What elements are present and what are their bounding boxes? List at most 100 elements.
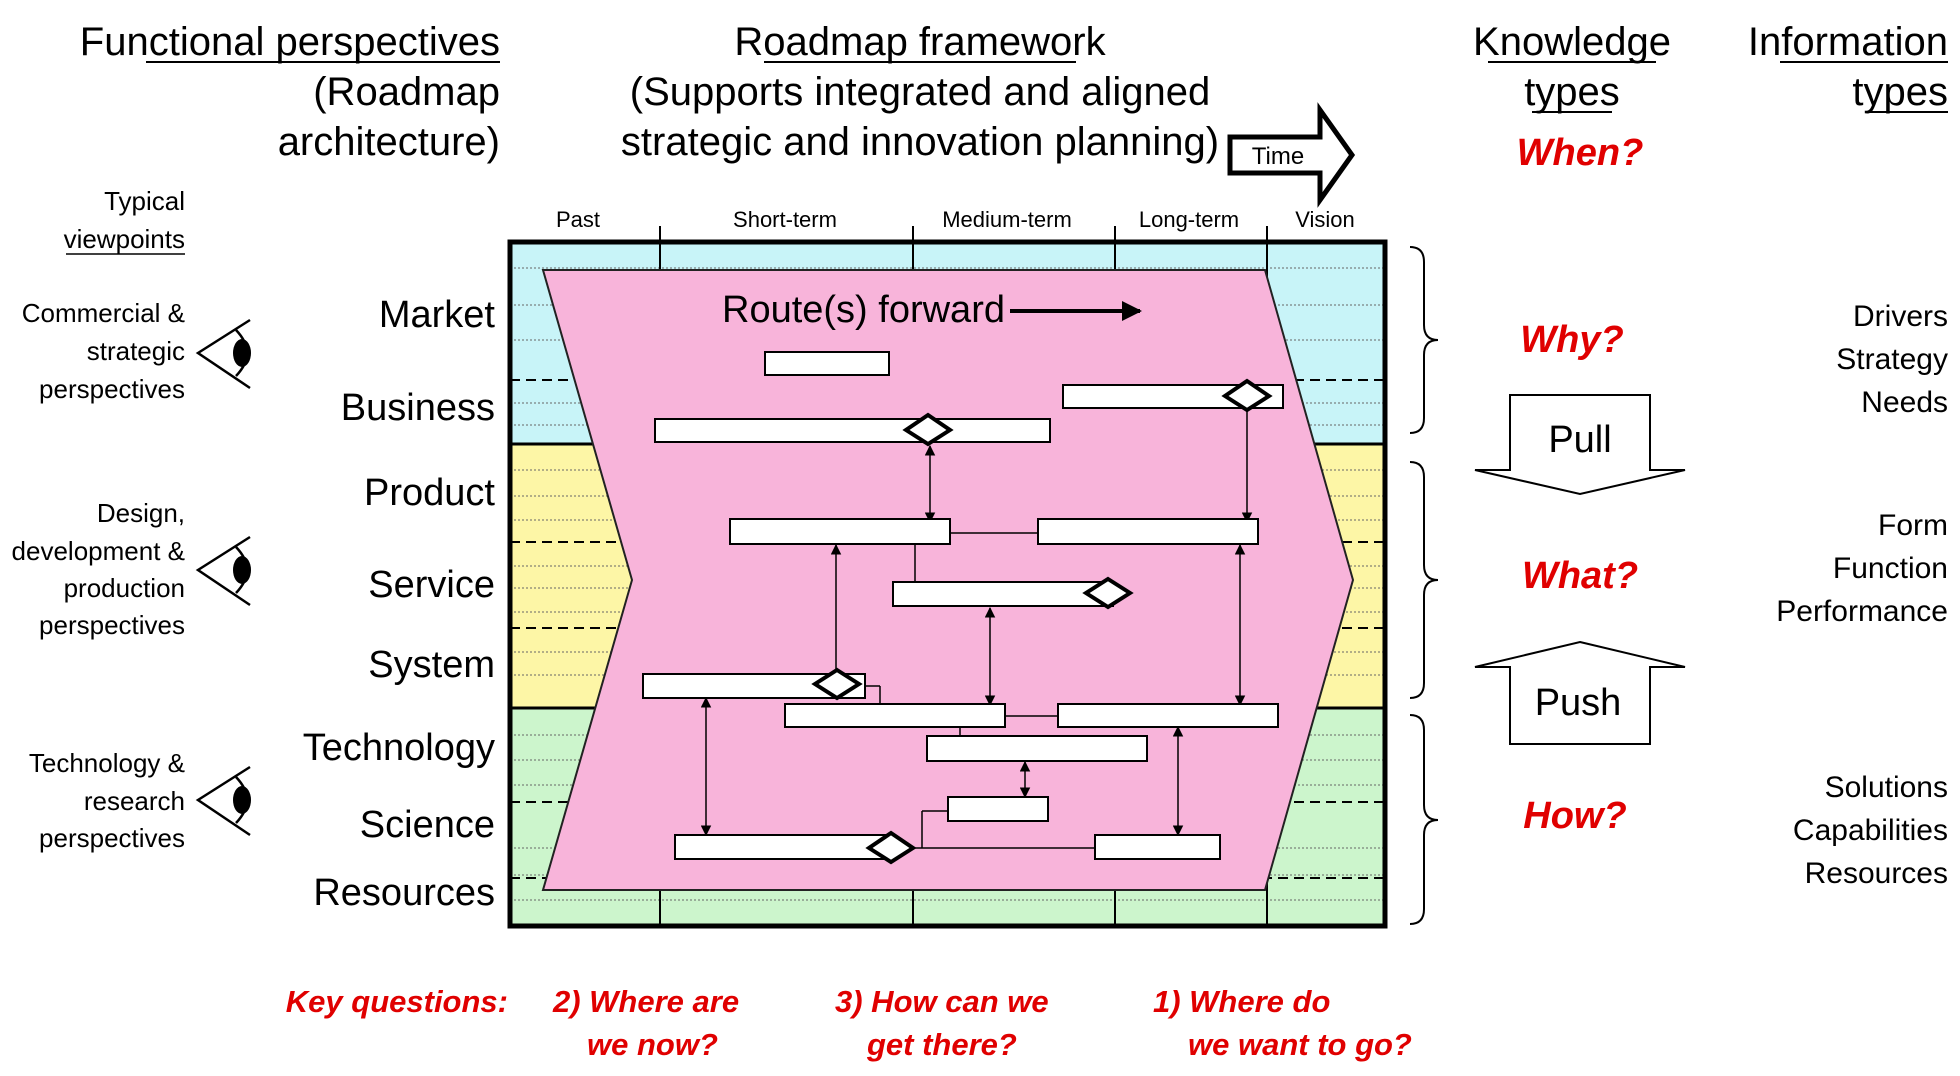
functional-perspectives-line2: (Roadmap bbox=[313, 70, 500, 114]
eye-icon bbox=[195, 765, 251, 837]
roadmap-framework-line3: strategic and innovation planning) bbox=[621, 120, 1219, 164]
layer-product: Product bbox=[364, 472, 495, 514]
typical-viewpoints-line1: Typical bbox=[104, 186, 185, 216]
roadmap-bar bbox=[674, 834, 891, 860]
typical-viewpoints-line2: viewpoints bbox=[64, 224, 185, 254]
roadmap-connectors bbox=[700, 392, 1253, 849]
info-solutions: Solutions bbox=[1825, 771, 1948, 804]
route-forward-label: Route(s) forward bbox=[722, 289, 1005, 331]
eye-icon bbox=[195, 318, 251, 390]
how-question: How? bbox=[1523, 795, 1626, 837]
viewpoint-commercial: Commercial & strategic perspectives bbox=[22, 298, 251, 404]
push-label: Push bbox=[1535, 682, 1622, 724]
roadmap-bar bbox=[764, 351, 890, 376]
viewpoint-technology-line3: perspectives bbox=[39, 823, 185, 853]
layer-braces bbox=[1409, 246, 1439, 925]
roadmap-bar bbox=[654, 418, 1051, 443]
timeline-labels: Past Short-term Medium-term Long-term Vi… bbox=[556, 207, 1355, 232]
key-questions: Key questions: 2) Where are we now? 3) H… bbox=[286, 984, 1412, 1062]
roadmap-bar bbox=[892, 581, 1114, 607]
eye-icon bbox=[195, 535, 251, 607]
roadmap-bar bbox=[784, 703, 1006, 728]
viewpoint-technology-line1: Technology & bbox=[29, 748, 185, 778]
information-types-group1: Drivers Strategy Needs bbox=[1836, 300, 1948, 419]
layer-technology: Technology bbox=[303, 727, 495, 769]
roadmap-bar bbox=[947, 796, 1049, 822]
milestone-diamond bbox=[1221, 378, 1273, 413]
knowledge-types-line1: Knowledge bbox=[1473, 20, 1671, 64]
why-question: Why? bbox=[1520, 319, 1623, 361]
functional-perspectives-header: Functional perspectives (Roadmap archite… bbox=[80, 20, 500, 164]
roadmap-framework-line2: (Supports integrated and aligned bbox=[630, 70, 1210, 114]
time-label: Time bbox=[1252, 143, 1304, 170]
typical-viewpoints-label: Typical viewpoints bbox=[64, 186, 185, 255]
information-types-group2: Form Function Performance bbox=[1776, 509, 1948, 628]
roadmap-bars bbox=[642, 351, 1284, 860]
question-how-can-line1: 3) How can we bbox=[835, 984, 1049, 1019]
question-where-do-line2: we want to go? bbox=[1188, 1027, 1412, 1062]
viewpoint-technology-line2: research bbox=[84, 786, 185, 816]
roadmap-framework-title: Roadmap framework bbox=[734, 20, 1106, 64]
viewpoint-commercial-line1: Commercial & bbox=[22, 298, 185, 328]
question-where-are-line2: we now? bbox=[587, 1027, 718, 1062]
info-capabilities: Capabilities bbox=[1793, 814, 1948, 847]
roadmap-bar bbox=[1037, 518, 1259, 545]
question-where-do-line1: 1) Where do bbox=[1153, 984, 1330, 1019]
viewpoint-design-line4: perspectives bbox=[39, 610, 185, 640]
roadmap-framework-header: Roadmap framework (Supports integrated a… bbox=[621, 20, 1219, 164]
viewpoint-commercial-line3: perspectives bbox=[39, 374, 185, 404]
info-strategy: Strategy bbox=[1836, 343, 1948, 376]
when-question: When? bbox=[1517, 132, 1644, 174]
layer-labels: Market Business Product Service System T… bbox=[303, 294, 496, 914]
question-how-can-line2: get there? bbox=[866, 1027, 1017, 1062]
pull-label: Pull bbox=[1548, 419, 1611, 461]
information-types-group3: Solutions Capabilities Resources bbox=[1793, 771, 1948, 890]
functional-perspectives-title: Functional perspectives bbox=[80, 20, 500, 64]
milestone-diamond bbox=[1082, 576, 1134, 610]
timeline-long-term: Long-term bbox=[1139, 207, 1239, 232]
info-performance: Performance bbox=[1776, 595, 1948, 628]
milestone-diamond bbox=[811, 667, 863, 701]
roadmap-bar bbox=[729, 518, 951, 545]
layer-resources: Resources bbox=[313, 872, 495, 914]
viewpoint-design-line2: development & bbox=[12, 536, 185, 566]
question-where-are-line1: 2) Where are bbox=[552, 984, 739, 1019]
information-types-line1: Information bbox=[1748, 20, 1948, 64]
roadmap-bar bbox=[1094, 834, 1221, 860]
time-arrow: Time bbox=[1227, 102, 1356, 208]
info-function: Function bbox=[1833, 552, 1948, 585]
functional-perspectives-line3: architecture) bbox=[278, 120, 500, 164]
knowledge-types-header: Knowledge types bbox=[1473, 20, 1671, 114]
roadmap-bar bbox=[1057, 703, 1279, 728]
milestone-diamonds bbox=[811, 378, 1273, 865]
roadmap-bar bbox=[926, 735, 1148, 762]
milestone-diamond bbox=[902, 412, 954, 447]
milestone-diamond bbox=[865, 830, 917, 865]
layer-system: System bbox=[368, 644, 495, 686]
info-needs: Needs bbox=[1861, 386, 1948, 419]
knowledge-types-line2: types bbox=[1524, 70, 1620, 114]
viewpoint-design-line1: Design, bbox=[97, 498, 185, 528]
viewpoint-design: Design, development & production perspec… bbox=[12, 498, 251, 640]
pull-arrow: Pull bbox=[1474, 394, 1686, 496]
key-questions-label: Key questions: bbox=[286, 984, 508, 1019]
viewpoint-commercial-line2: strategic bbox=[87, 336, 185, 366]
layer-science: Science bbox=[360, 804, 495, 846]
what-question: What? bbox=[1522, 555, 1638, 597]
viewpoint-design-line3: production bbox=[64, 573, 185, 603]
timeline-short-term: Short-term bbox=[733, 207, 837, 232]
information-types-line2: types bbox=[1852, 70, 1948, 114]
info-form: Form bbox=[1878, 509, 1948, 542]
viewpoint-technology: Technology & research perspectives bbox=[29, 748, 251, 853]
roadmap-bar bbox=[1062, 384, 1284, 409]
push-arrow: Push bbox=[1474, 640, 1686, 745]
info-drivers: Drivers bbox=[1853, 300, 1948, 333]
info-resources: Resources bbox=[1805, 857, 1948, 890]
timeline-vision: Vision bbox=[1295, 207, 1355, 232]
layer-market: Market bbox=[379, 294, 496, 336]
information-types-header: Information types bbox=[1748, 20, 1948, 114]
timeline-medium-term: Medium-term bbox=[942, 207, 1072, 232]
timeline-past: Past bbox=[556, 207, 600, 232]
layer-service: Service bbox=[368, 564, 495, 606]
layer-business: Business bbox=[341, 387, 495, 429]
